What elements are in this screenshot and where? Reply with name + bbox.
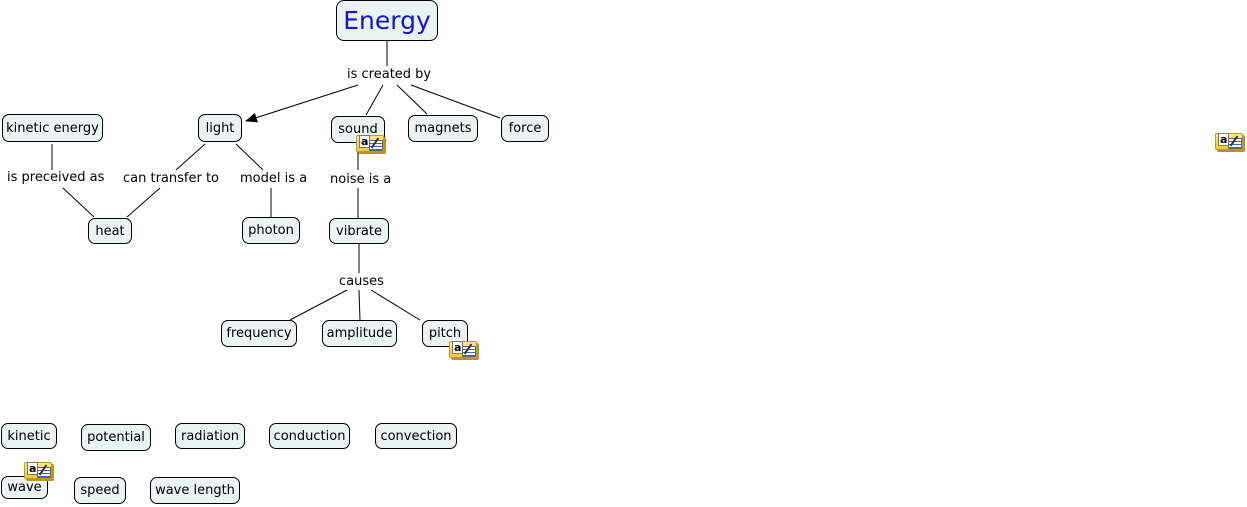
link-causes[interactable]: causes xyxy=(338,274,385,289)
line-transfer-to-heat xyxy=(126,187,161,218)
line-light-to-transfer xyxy=(175,143,206,171)
line-created-to-magnets xyxy=(396,84,428,115)
link-is-preceived-as[interactable]: is preceived as xyxy=(6,170,106,185)
parking-concept-convection[interactable]: convection xyxy=(375,423,457,449)
link-is-created-by[interactable]: is created by xyxy=(346,67,433,82)
annotation-note-icon[interactable]: a xyxy=(449,341,477,358)
root-concept-energy[interactable]: Energy xyxy=(336,0,438,41)
parking-concept-wave-length[interactable]: wave length xyxy=(150,477,240,504)
concept-frequency[interactable]: frequency xyxy=(221,320,297,347)
line-created-to-light xyxy=(245,84,359,123)
line-created-to-force xyxy=(410,84,501,119)
line-created-to-sound xyxy=(365,84,384,116)
concept-kinetic-energy[interactable]: kinetic energy xyxy=(2,114,103,142)
line-causes-to-amplitude xyxy=(358,289,361,321)
line-light-to-model xyxy=(235,143,264,171)
parking-concept-speed[interactable]: speed xyxy=(74,477,126,504)
concept-magnets[interactable]: magnets xyxy=(408,115,478,142)
concept-amplitude[interactable]: amplitude xyxy=(322,320,397,347)
line-causes-to-frequency xyxy=(289,289,348,321)
concept-vibrate[interactable]: vibrate xyxy=(329,218,389,244)
parking-concept-kinetic[interactable]: kinetic xyxy=(1,423,57,449)
annotation-note-icon[interactable]: a xyxy=(356,135,384,152)
link-noise-is-a[interactable]: noise is a xyxy=(329,172,393,187)
annotation-note-icon[interactable]: a xyxy=(24,462,52,479)
concept-photon[interactable]: photon xyxy=(242,217,300,244)
annotation-note-icon[interactable]: a xyxy=(1215,133,1243,150)
line-label-to-heat-left xyxy=(62,187,95,218)
parking-concept-wave[interactable]: wave xyxy=(1,476,48,499)
line-causes-to-pitch xyxy=(370,289,421,321)
parking-concept-conduction[interactable]: conduction xyxy=(269,423,350,449)
link-can-transfer-to[interactable]: can transfer to xyxy=(122,171,221,186)
concept-force[interactable]: force xyxy=(501,115,549,142)
link-model-is-a[interactable]: model is a xyxy=(239,171,309,186)
parking-concept-radiation[interactable]: radiation xyxy=(175,423,245,449)
concept-light[interactable]: light xyxy=(198,114,242,142)
parking-concept-potential[interactable]: potential xyxy=(81,424,151,451)
concept-heat[interactable]: heat xyxy=(88,218,132,244)
concept-pitch[interactable]: pitch xyxy=(422,320,468,347)
